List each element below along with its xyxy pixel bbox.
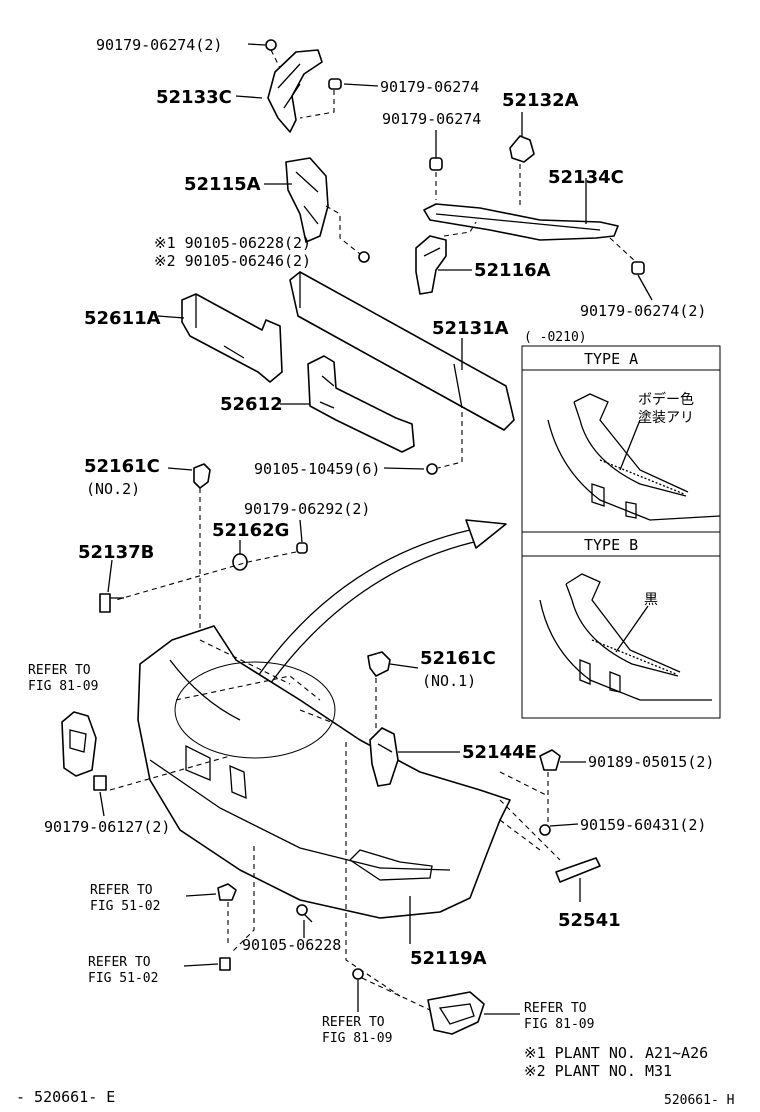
label-52131A: 52131A	[432, 318, 509, 339]
absorber-52612	[307, 355, 415, 453]
clip-51-02-b	[219, 957, 231, 971]
bolt-90105-06228	[358, 251, 370, 263]
label-52162G: 52162G	[212, 520, 289, 541]
label-90179-06274-2-right: 90179-06274(2)	[580, 302, 706, 320]
label-refer-81-09-left-2: FIG 81-09	[28, 679, 98, 694]
label-52119A: 52119A	[410, 948, 487, 969]
grommet-52162G	[232, 553, 248, 571]
label-52134C: 52134C	[548, 167, 624, 188]
clip-90179-06274-right	[631, 261, 645, 275]
label-refer-51-02-b-2: FIG 51-02	[88, 971, 158, 986]
label-52116A: 52116A	[474, 260, 551, 281]
label-52161C-no1: 52161C	[420, 648, 496, 669]
reflector-52541	[555, 857, 601, 883]
label-90105-06228: 90105-06228	[242, 936, 341, 954]
bracket-52116A	[415, 235, 447, 295]
clip-52161C-no2	[193, 463, 211, 489]
inset-type-a-note-2: 塗装アリ	[638, 409, 694, 426]
label-refer-51-02-a-1: REFER TO	[90, 883, 153, 898]
clip-51-02-a	[217, 883, 237, 901]
label-52612: 52612	[220, 394, 283, 415]
label-90105-10459-6: 90105-10459(6)	[254, 460, 380, 478]
label-52137B: 52137B	[78, 542, 154, 563]
label-90179-06292-2: 90179-06292(2)	[244, 500, 370, 518]
label-52611A: 52611A	[84, 308, 161, 329]
fog-cover-left	[61, 711, 97, 777]
clip-90179-06274-a	[328, 78, 342, 90]
clip-52132A	[509, 135, 535, 163]
absorber-52611A	[181, 293, 283, 383]
label-90179-06274-a: 90179-06274	[380, 78, 479, 96]
label-refer-51-02-a-2: FIG 51-02	[90, 899, 160, 914]
clip-90189-05015	[539, 749, 561, 771]
label-refer-51-02-b-1: REFER TO	[88, 955, 151, 970]
clip-90179-06274-b	[429, 157, 443, 171]
bracket-52137B	[99, 593, 111, 613]
label-90105-06228-2: ※1 90105-06228(2)	[154, 234, 311, 252]
bolt-90105-10459	[426, 463, 438, 475]
code-left: - 520661- E	[16, 1088, 115, 1106]
footnote-1: ※1 PLANT NO. A21~A26	[524, 1044, 708, 1062]
label-52144E: 52144E	[462, 742, 537, 763]
label-90179-06127-2: 90179-06127(2)	[44, 818, 170, 836]
bracket-52144E	[369, 727, 399, 787]
inset-type-a-title: TYPE A	[584, 350, 638, 368]
bolt-lower-right	[352, 968, 364, 980]
label-refer-81-09-left-1: REFER TO	[28, 663, 91, 678]
label-90179-06274-2-top: 90179-06274(2)	[96, 36, 222, 54]
label-refer-81-09-right-2: FIG 81-09	[524, 1017, 594, 1032]
clip-90179-06127	[93, 775, 107, 791]
inset-type-b-title: TYPE B	[584, 536, 638, 554]
label-52115A: 52115A	[184, 174, 261, 195]
label-52541: 52541	[558, 910, 621, 931]
inset-type-b-note: 黒	[644, 592, 658, 608]
label-refer-81-09-right-1: REFER TO	[524, 1001, 587, 1016]
clip-90179-06274-top	[265, 39, 277, 51]
label-90189-05015-2: 90189-05015(2)	[588, 753, 714, 771]
label-90179-06274-b: 90179-06274	[382, 110, 481, 128]
bracket-52115A	[285, 157, 329, 243]
bumper-cover-52119A	[137, 625, 511, 919]
label-52161C-no2: 52161C	[84, 456, 160, 477]
inset-box	[521, 345, 721, 719]
code-right: 520661- H	[664, 1093, 734, 1108]
nut-90179-06292	[296, 542, 308, 554]
label-52161C-no2-sub: (NO.2)	[86, 480, 140, 498]
bolt-90105-06228-lower	[296, 904, 308, 916]
label-90159-60431-2: 90159-60431(2)	[580, 816, 706, 834]
label-52132A: 52132A	[502, 90, 579, 111]
label-52161C-no1-sub: (NO.1)	[422, 672, 476, 690]
bracket-52133C	[267, 49, 323, 133]
screw-90159-60431	[539, 824, 551, 836]
bracket-52134C	[423, 203, 619, 241]
footnote-2: ※2 PLANT NO. M31	[524, 1062, 672, 1080]
label-refer-81-09-bottom-2: FIG 81-09	[322, 1031, 392, 1046]
inset-type-a-note-1: ボデー色	[638, 391, 694, 408]
reference-arrow	[257, 529, 471, 677]
label-refer-81-09-bottom-1: REFER TO	[322, 1015, 385, 1030]
inset-date-note: ( -0210)	[524, 330, 587, 345]
label-52133C: 52133C	[156, 87, 232, 108]
beam-52131A	[289, 271, 515, 431]
fog-cover-right	[427, 991, 485, 1035]
label-90105-06246-2: ※2 90105-06246(2)	[154, 252, 311, 270]
clip-52161C-no1	[367, 651, 391, 677]
